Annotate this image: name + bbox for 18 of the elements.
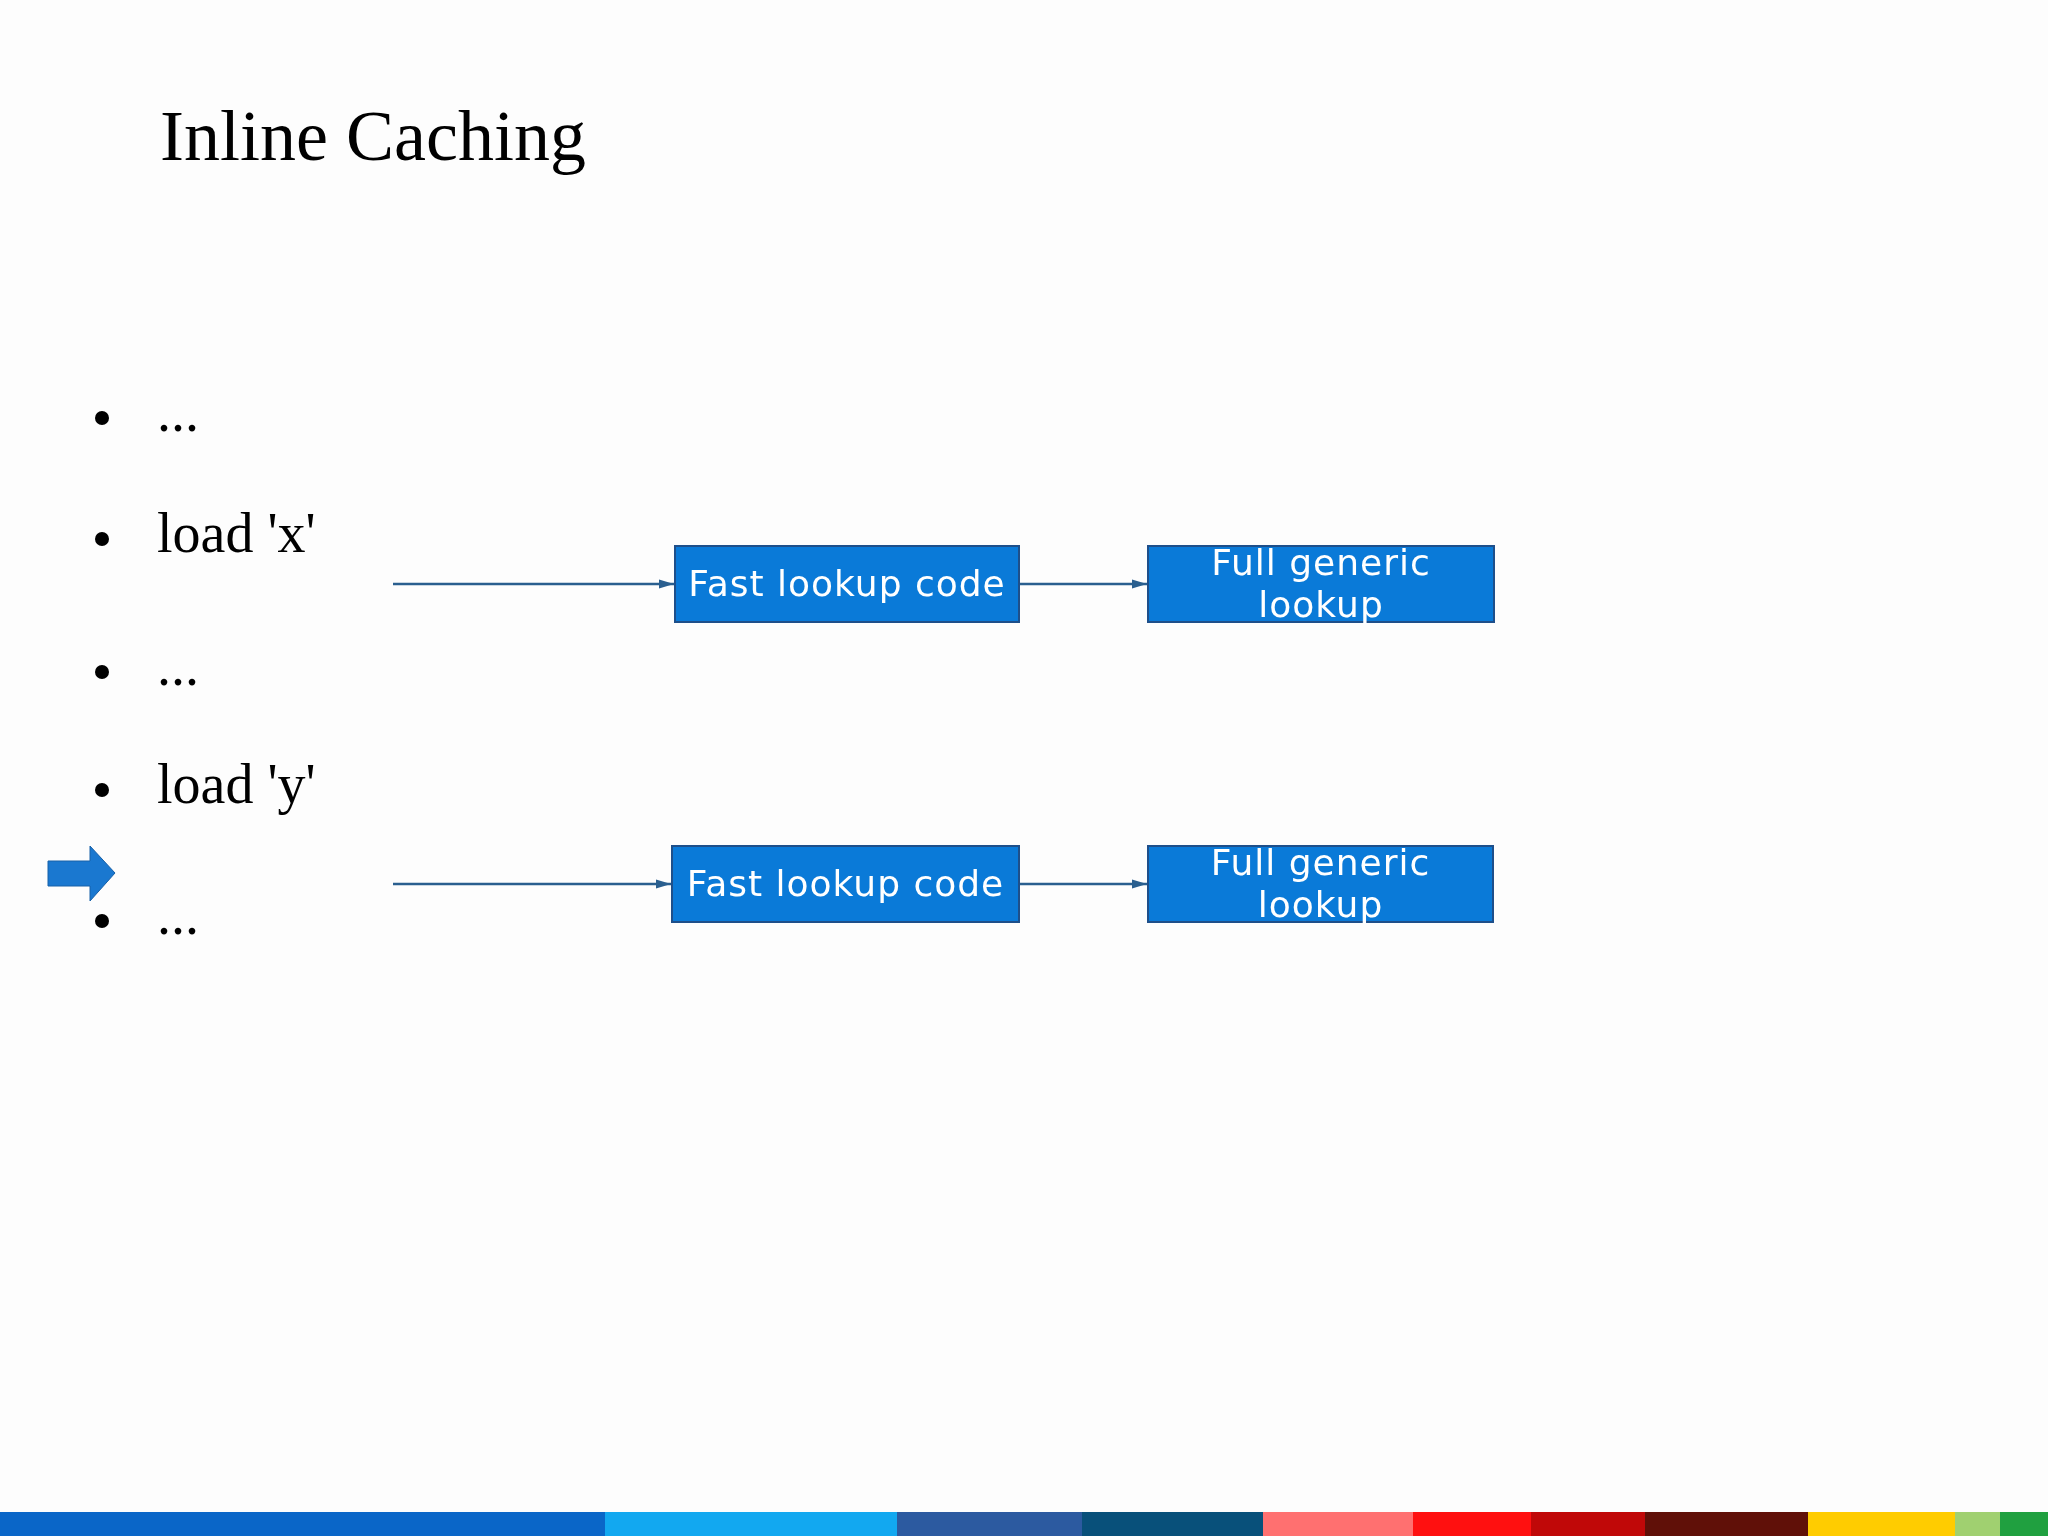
bullet-text: ... <box>157 634 199 698</box>
box-label: Fast lookup code <box>688 563 1006 605</box>
process-box <box>1147 845 1494 923</box>
box-label: Full generic lookup <box>1210 542 1432 626</box>
bullet-text: load 'y' <box>157 752 316 816</box>
arrow <box>1020 879 1147 889</box>
bullet-text: ... <box>157 380 199 444</box>
slide-title: Inline Caching <box>160 95 586 178</box>
bullet-text: ... <box>157 883 199 947</box>
box-label: Full generic lookup <box>1209 842 1432 926</box>
arrow <box>393 579 674 589</box>
box-label: Fast lookup code <box>686 863 1005 905</box>
process-box <box>674 545 1020 623</box>
process-box <box>671 845 1020 923</box>
arrow <box>1020 579 1147 589</box>
process-box <box>1147 545 1495 623</box>
bullet-text: load 'x' <box>157 501 316 565</box>
arrow <box>393 879 671 889</box>
